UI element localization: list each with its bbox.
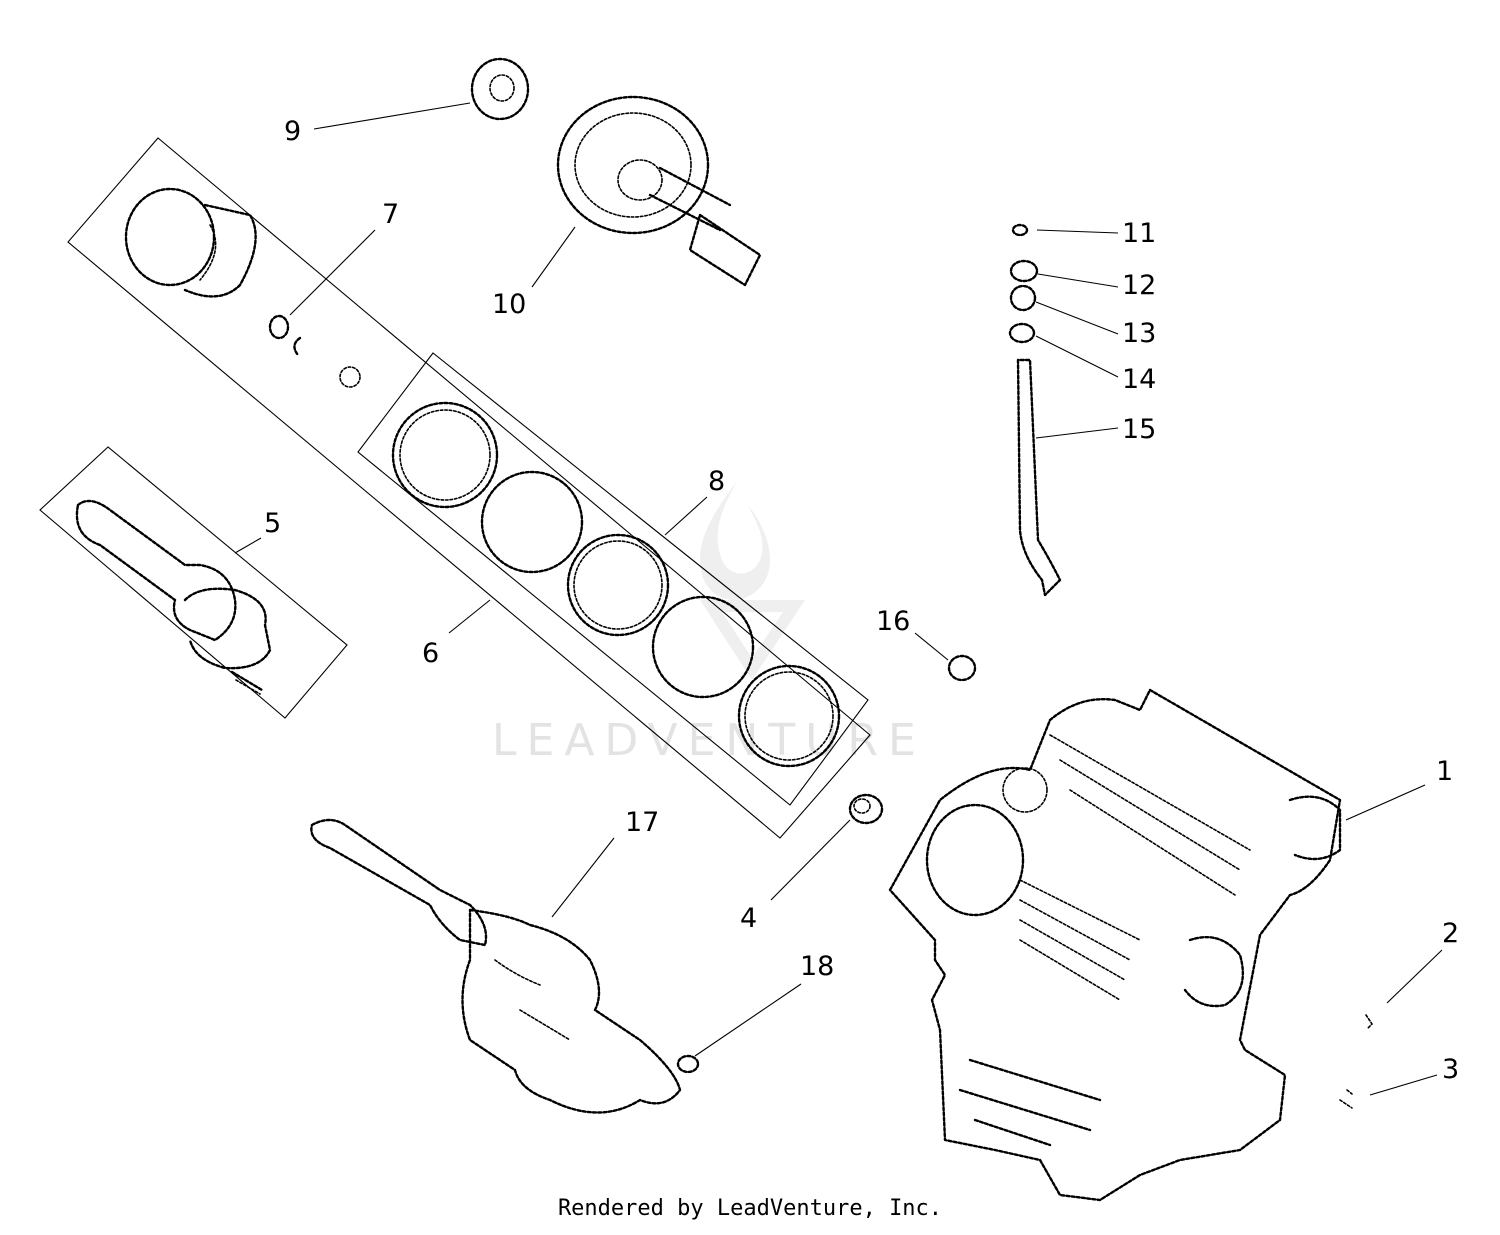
callout-18: 18 bbox=[800, 951, 834, 982]
o-ring-part bbox=[947, 654, 977, 682]
bushing-part bbox=[848, 793, 884, 825]
footer-credit: Rendered by LeadVenture, Inc. bbox=[557, 1196, 943, 1221]
washer-part bbox=[470, 57, 530, 121]
piston-pin-part bbox=[268, 314, 361, 388]
callout-1: 1 bbox=[1436, 756, 1453, 787]
callout-8: 8 bbox=[708, 466, 725, 497]
watermark-v-icon bbox=[700, 600, 805, 680]
callout-7: 7 bbox=[382, 199, 399, 230]
watermark-flame-icon bbox=[700, 480, 770, 600]
callout-labels: 9 10 7 11 12 13 14 15 8 5 6 16 1 17 4 2 … bbox=[264, 116, 1459, 1085]
crankshaft-part bbox=[310, 818, 682, 1114]
dipstick-part bbox=[1016, 358, 1062, 597]
callout-11: 11 bbox=[1122, 218, 1156, 249]
engine-block-part bbox=[888, 688, 1342, 1202]
callout-16: 16 bbox=[876, 606, 910, 637]
callout-14: 14 bbox=[1122, 364, 1156, 395]
callout-2: 2 bbox=[1442, 918, 1459, 949]
callout-10: 10 bbox=[492, 289, 526, 320]
connecting-rod-frame bbox=[39, 446, 348, 719]
callout-12: 12 bbox=[1122, 270, 1156, 301]
crank-key-part bbox=[676, 1054, 700, 1074]
callout-3: 3 bbox=[1442, 1054, 1459, 1085]
camshaft-gear-part bbox=[556, 95, 762, 287]
callout-6: 6 bbox=[422, 638, 439, 669]
callout-13: 13 bbox=[1122, 318, 1156, 349]
leader-lines bbox=[234, 102, 1443, 1096]
connecting-rod-part bbox=[75, 499, 272, 695]
pin-part bbox=[1339, 1089, 1353, 1109]
callout-15: 15 bbox=[1122, 414, 1156, 445]
watermark-text: LEADVENTURE bbox=[492, 715, 926, 766]
piston-ring-frame bbox=[357, 352, 869, 806]
plug-part bbox=[1365, 1014, 1374, 1029]
callout-9: 9 bbox=[284, 116, 301, 147]
callout-4: 4 bbox=[740, 903, 757, 934]
callout-5: 5 bbox=[264, 508, 281, 539]
piston-part bbox=[124, 187, 257, 298]
callout-17: 17 bbox=[625, 807, 659, 838]
piston-rings-part bbox=[391, 401, 841, 768]
watermark: LEADVENTURE bbox=[492, 480, 926, 766]
fastener-stack-part bbox=[1008, 223, 1039, 344]
